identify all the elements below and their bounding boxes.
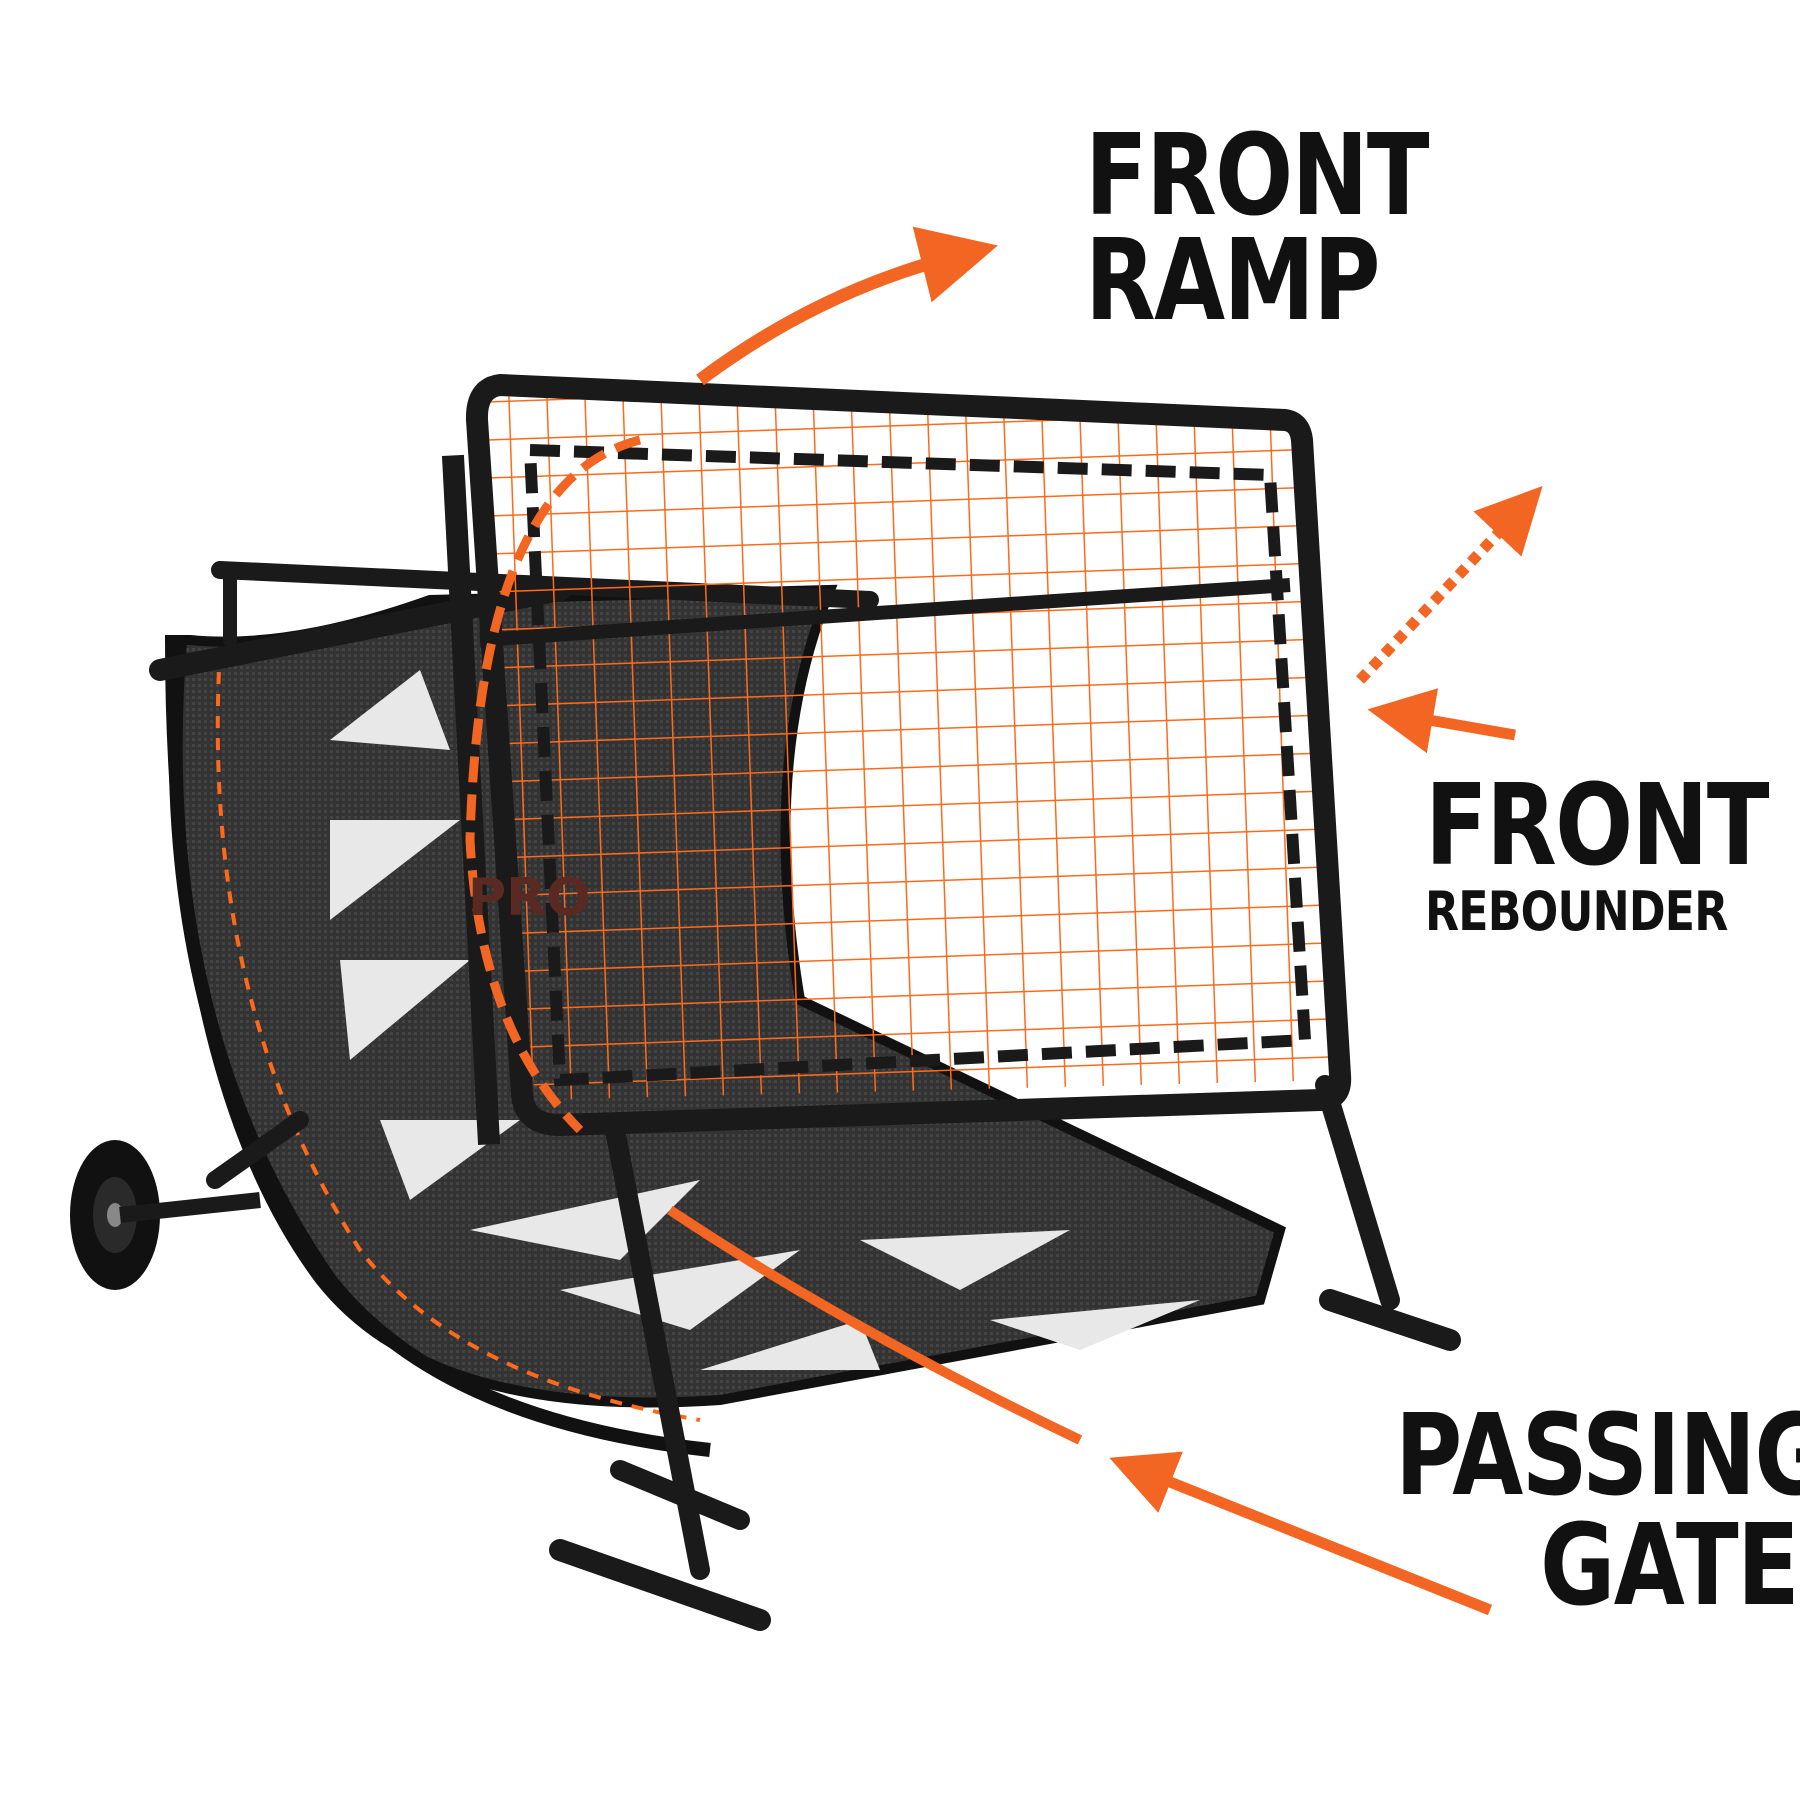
- label-front-rebounder-line2: REBOUNDER: [1425, 880, 1728, 943]
- front-ramp-arrow: [465, 226, 998, 1134]
- wheel: [70, 1140, 261, 1290]
- pro-logo: PRO: [468, 868, 590, 928]
- label-front-ramp-line2: RAMP: [1085, 216, 1381, 346]
- label-passing-gate-line2: GATE: [1540, 1501, 1800, 1631]
- label-front-rebounder-line1: FRONT: [1425, 761, 1769, 891]
- front-rebounder-arrows: [1355, 485, 1543, 754]
- label-front-ramp-line1: FRONT: [1085, 111, 1429, 241]
- label-passing-gate-line1: PASSING: [1395, 1391, 1800, 1521]
- passing-gate-arrow: [667, 1205, 1493, 1616]
